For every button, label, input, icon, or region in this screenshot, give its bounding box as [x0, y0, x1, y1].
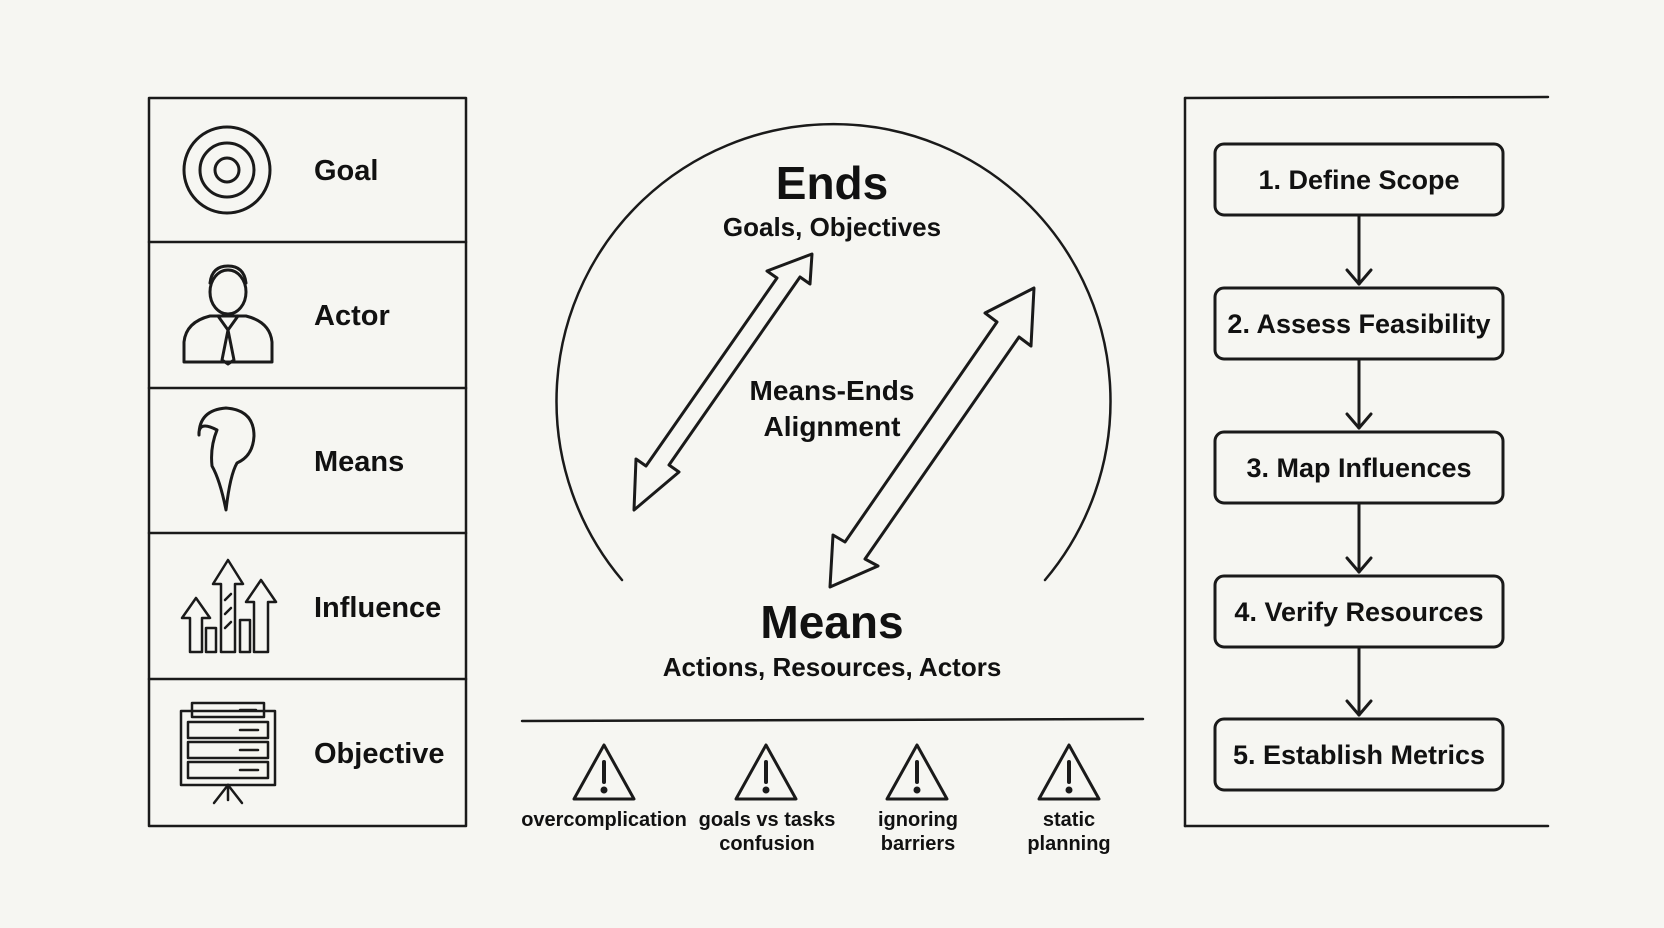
step-label: 2. Assess Feasibility — [1227, 309, 1490, 339]
pin-icon — [197, 406, 256, 512]
process-step: 4. Verify Resources — [1213, 574, 1505, 649]
warning-icon — [572, 743, 636, 801]
warning-icon — [885, 743, 949, 801]
warning-icon — [1037, 743, 1101, 801]
rising-arrows-icon — [180, 558, 278, 654]
person-icon — [182, 264, 274, 366]
legend-label-actor: Actor — [314, 300, 390, 332]
legend-label-objective: Objective — [314, 738, 445, 770]
alignment-label-line2: Alignment — [764, 411, 901, 442]
flow-arrow — [1345, 501, 1373, 574]
double-arrow-right — [828, 286, 1036, 589]
ends-subtitle: Goals, Objectives — [723, 212, 941, 242]
legend-panel: Goal Actor Means — [147, 96, 468, 828]
pitfall-label: ignoring — [878, 809, 958, 831]
ends-title: Ends — [776, 157, 888, 209]
pitfall-item: overcomplication — [521, 743, 687, 831]
pitfall-label: overcomplication — [521, 809, 687, 831]
legend-item-goal: Goal — [182, 125, 378, 215]
legend-item-actor: Actor — [182, 264, 390, 366]
step-label: 5. Establish Metrics — [1233, 740, 1485, 770]
pitfall-label: confusion — [719, 833, 815, 855]
step-label: 4. Verify Resources — [1234, 597, 1483, 627]
pitfalls-row: overcomplication goals vs tasks confusio… — [521, 743, 1111, 855]
divider — [520, 717, 1145, 723]
target-icon — [182, 125, 272, 215]
legend-item-objective: Objective — [179, 701, 445, 805]
process-step: 2. Assess Feasibility — [1213, 286, 1505, 361]
warning-icon — [734, 743, 798, 801]
flow-arrow — [1345, 213, 1373, 286]
legend-item-means: Means — [197, 406, 404, 512]
process-step: 1. Define Scope — [1213, 142, 1505, 217]
means-ends-diagram: Ends Goals, Objectives Means-Ends Alignm… — [520, 122, 1145, 723]
legend-label-means: Means — [314, 446, 404, 478]
alignment-arc — [555, 122, 1112, 582]
legend-label-goal: Goal — [314, 155, 378, 187]
pitfall-item: goals vs tasks confusion — [699, 743, 836, 855]
flow-arrow — [1345, 645, 1373, 717]
means-subtitle: Actions, Resources, Actors — [663, 652, 1002, 682]
step-label: 3. Map Influences — [1246, 453, 1471, 483]
pitfall-label: goals vs tasks — [699, 809, 836, 831]
step-label: 1. Define Scope — [1258, 165, 1459, 195]
pitfall-label: barriers — [881, 833, 956, 855]
legend-label-influence: Influence — [314, 592, 441, 624]
pitfall-item: ignoring barriers — [878, 743, 958, 855]
alignment-label-line1: Means-Ends — [750, 375, 915, 406]
pitfall-label: planning — [1027, 833, 1110, 855]
process-panel: 1. Define Scope 2. Assess Feasibility 3.… — [1183, 95, 1550, 828]
pitfall-item: static planning — [1027, 743, 1111, 855]
pitfall-label: static — [1043, 809, 1095, 831]
legend-item-influence: Influence — [180, 558, 441, 654]
process-step: 5. Establish Metrics — [1213, 717, 1505, 792]
means-title: Means — [760, 596, 903, 648]
process-step: 3. Map Influences — [1213, 430, 1505, 505]
flow-arrow — [1345, 357, 1373, 430]
server-rack-icon — [179, 701, 277, 805]
double-arrow-left — [632, 252, 814, 512]
